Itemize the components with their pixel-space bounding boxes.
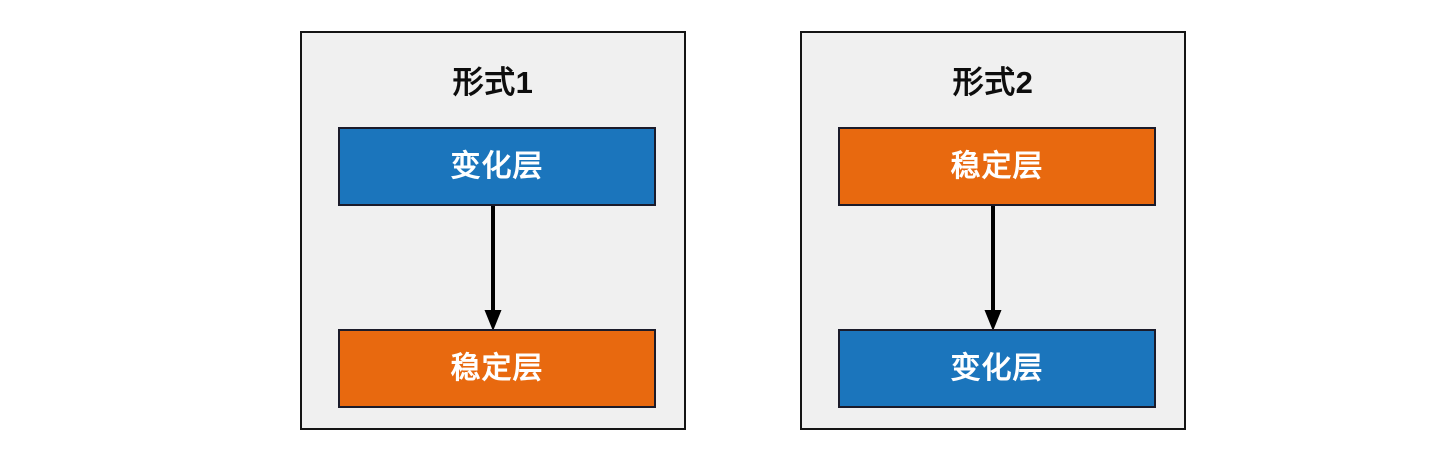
panel-form-1: 形式1 变化层 稳定层 [300, 31, 686, 430]
panel-2-arrow-down-icon [983, 206, 1003, 331]
panel-2-top-layer-label: 稳定层 [950, 149, 1044, 183]
panel-2-top-layer-box: 稳定层 [838, 127, 1156, 206]
panel-1-title: 形式1 [452, 65, 534, 100]
panel-1-bottom-layer-label: 稳定层 [450, 351, 544, 385]
panel-1-top-layer-label: 变化层 [450, 149, 544, 183]
panel-1-arrow-down-icon [483, 206, 503, 331]
panel-2-bottom-layer-label: 变化层 [950, 351, 1044, 385]
panel-form-2: 形式2 稳定层 变化层 [800, 31, 1186, 430]
panel-2-bottom-layer-box: 变化层 [838, 329, 1156, 408]
panel-1-bottom-layer-box: 稳定层 [338, 329, 656, 408]
panel-1-top-layer-box: 变化层 [338, 127, 656, 206]
panel-2-title: 形式2 [952, 65, 1034, 100]
